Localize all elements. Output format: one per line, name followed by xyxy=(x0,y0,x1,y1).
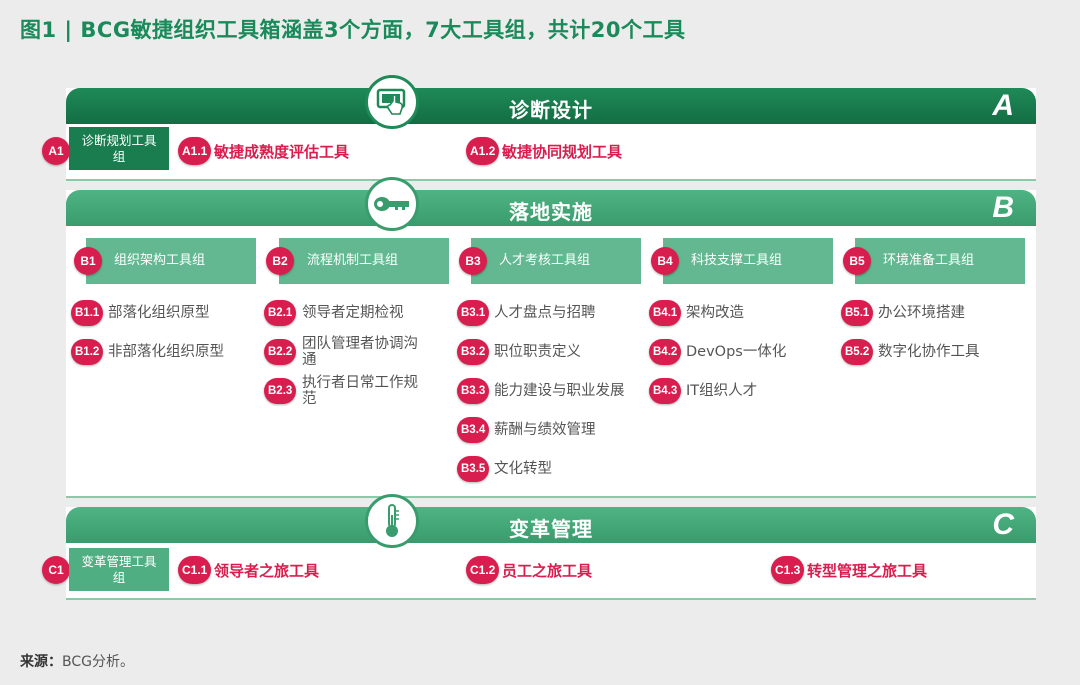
section-b-title: 落地实施 xyxy=(509,200,593,224)
touch-screen-icon xyxy=(365,75,419,129)
item-b1-1-label: 部落化组织原型 xyxy=(108,305,210,321)
group-b3-label: 人才考核工具组 xyxy=(499,253,591,268)
item-b2-2-label: 团队管理者协调沟通 xyxy=(302,336,418,368)
item-b4-3-label: IT组织人才 xyxy=(686,383,758,399)
item-b3-3-label: 能力建设与职业发展 xyxy=(494,383,625,399)
item-b5-2-badge: B5.2 xyxy=(841,339,874,365)
section-c-panel: 变革管理 C xyxy=(66,494,1036,600)
item-b5-2-label: 数字化协作工具 xyxy=(878,344,980,360)
item-b3-2-badge: B3.2 xyxy=(457,339,490,365)
item-b3-5-label: 文化转型 xyxy=(494,461,552,477)
group-b2-label: 流程机制工具组 xyxy=(307,253,399,268)
tool-c1-3-badge: C1.3 xyxy=(771,556,805,584)
group-b3-header: 人才考核工具组 xyxy=(471,238,641,284)
group-b5-badge: B5 xyxy=(843,247,871,275)
item-b4-2-label: DevOps一体化 xyxy=(686,344,787,360)
item-b3-3-badge: B3.3 xyxy=(457,378,490,404)
tool-c1-2-label: 员工之旅工具 xyxy=(502,562,593,580)
tool-a1-2-label: 敏捷协同规划工具 xyxy=(502,143,623,161)
item-b4-3-badge: B4.3 xyxy=(649,378,682,404)
group-b1-badge: B1 xyxy=(74,247,102,275)
group-c1-badge: C1 xyxy=(42,556,70,584)
item-b2-1-badge: B2.1 xyxy=(264,300,297,326)
tool-c1-2-badge: C1.2 xyxy=(466,556,500,584)
source-note: 来源：BCG分析。 xyxy=(20,651,134,671)
item-b3-5-badge: B3.5 xyxy=(457,456,490,482)
group-a1-box: 诊断规划工具组 xyxy=(69,127,169,170)
group-b3-badge: B3 xyxy=(459,247,487,275)
group-b1-label: 组织架构工具组 xyxy=(114,253,206,268)
section-c-header: 变革管理 C xyxy=(66,494,1036,548)
item-b4-1-label: 架构改造 xyxy=(686,305,744,321)
section-a-header: 诊断设计 A xyxy=(66,75,1036,129)
item-b2-1-label: 领导者定期检视 xyxy=(302,305,404,321)
item-b5-1-label: 办公环境搭建 xyxy=(878,305,965,321)
item-b3-1-label: 人才盘点与招聘 xyxy=(494,305,596,321)
group-b5-header: 环境准备工具组 xyxy=(855,238,1025,284)
key-icon xyxy=(365,177,419,231)
item-b5-1-badge: B5.1 xyxy=(841,300,874,326)
item-b1-2-label: 非部落化组织原型 xyxy=(108,344,224,360)
section-c-title: 变革管理 xyxy=(509,517,593,541)
thermometer-icon xyxy=(365,494,419,548)
group-a1-label: 诊断规划工具组 xyxy=(81,132,157,164)
item-b1-1-badge: B1.1 xyxy=(71,300,104,326)
section-b-header: 落地实施 B xyxy=(66,177,1036,231)
group-c1-label: 变革管理工具组 xyxy=(81,553,157,585)
tool-a1-1-label: 敏捷成熟度评估工具 xyxy=(214,143,350,161)
group-b4-badge: B4 xyxy=(651,247,679,275)
source-text: BCG分析。 xyxy=(62,654,134,670)
tool-c1-3-label: 转型管理之旅工具 xyxy=(807,562,928,580)
item-b4-2-badge: B4.2 xyxy=(649,339,682,365)
group-b1-header: 组织架构工具组 xyxy=(86,238,256,284)
section-c-letter: C xyxy=(992,508,1014,541)
group-b5-label: 环境准备工具组 xyxy=(883,253,975,268)
group-a1-badge: A1 xyxy=(42,137,70,165)
item-b3-2-label: 职位职责定义 xyxy=(494,344,581,360)
section-a-letter: A xyxy=(992,89,1014,122)
tool-a1-1-badge: A1.1 xyxy=(178,137,212,165)
item-b2-2-badge: B2.2 xyxy=(264,339,297,365)
source-label: 来源： xyxy=(20,654,62,670)
group-c1-box: 变革管理工具组 xyxy=(69,548,169,591)
item-b4-1-badge: B4.1 xyxy=(649,300,682,326)
item-b2-3-label: 执行者日常工作规范 xyxy=(302,375,418,407)
group-b4-label: 科技支撑工具组 xyxy=(691,253,783,268)
section-a-panel: 诊断设计 A xyxy=(66,75,1036,181)
section-b-letter: B xyxy=(992,191,1014,224)
tool-c1-1-label: 领导者之旅工具 xyxy=(214,562,320,580)
tool-a1-2-badge: A1.2 xyxy=(466,137,500,165)
item-b3-1-badge: B3.1 xyxy=(457,300,490,326)
figure-title: 图1 | BCG敏捷组织工具箱涵盖3个方面，7大工具组，共计20个工具 xyxy=(20,18,686,42)
group-b4-header: 科技支撑工具组 xyxy=(663,238,833,284)
tool-c1-1-badge: C1.1 xyxy=(178,556,212,584)
group-b2-header: 流程机制工具组 xyxy=(279,238,449,284)
item-b3-4-badge: B3.4 xyxy=(457,417,490,443)
item-b2-3-badge: B2.3 xyxy=(264,378,297,404)
section-a-title: 诊断设计 xyxy=(509,98,593,122)
item-b1-2-badge: B1.2 xyxy=(71,339,104,365)
group-b2-badge: B2 xyxy=(266,247,294,275)
item-b3-4-label: 薪酬与绩效管理 xyxy=(494,422,596,438)
